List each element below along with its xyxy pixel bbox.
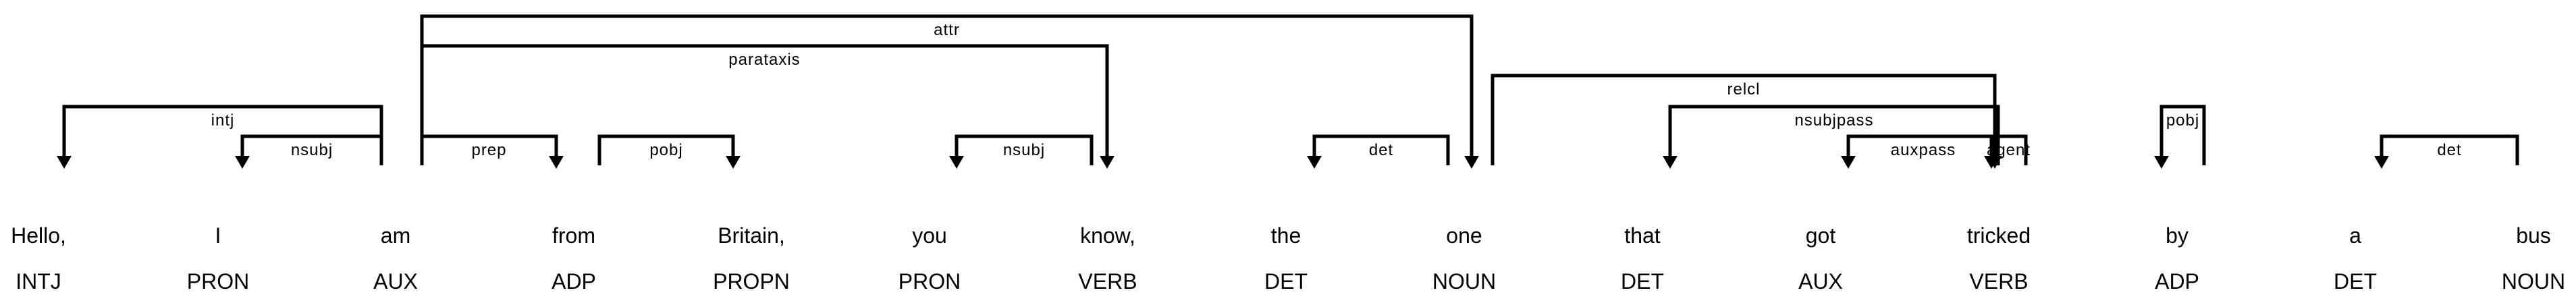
- token-pos-tag: NOUN: [1432, 269, 1496, 294]
- dependency-arc: attr: [420, 14, 1479, 169]
- arc-line: [2380, 134, 2519, 165]
- token-pos-tag: NOUN: [2502, 269, 2565, 294]
- arc-label: det: [1369, 141, 1393, 159]
- arc-label: det: [2437, 141, 2461, 159]
- token-word: Britain,: [718, 223, 785, 248]
- dependency-arc: prep: [420, 134, 564, 169]
- dependency-arc: det: [1307, 134, 1450, 169]
- dependency-arc: det: [2374, 134, 2519, 169]
- token-word: bus: [2516, 223, 2551, 248]
- arc-line: [1989, 134, 2028, 165]
- arc-line: [955, 134, 1094, 165]
- token-word: that: [1624, 223, 1660, 248]
- arc-label: prep: [471, 141, 506, 159]
- token-pos-tag: PRON: [898, 269, 961, 294]
- token-word: I: [215, 223, 221, 248]
- arrowhead-icon: [549, 156, 564, 169]
- dependency-arc: nsubj: [949, 134, 1094, 169]
- token-word: by: [2166, 223, 2189, 248]
- token-word: am: [381, 223, 410, 248]
- arc-label: pobj: [649, 141, 682, 159]
- token-pos-tag: VERB: [1969, 269, 2028, 294]
- arc-line: [240, 134, 383, 165]
- token-pos-tag: AUX: [373, 269, 418, 294]
- token-pos-tag: ADP: [552, 269, 596, 294]
- arrowhead-icon: [1307, 156, 1322, 169]
- token: I PRON: [187, 223, 249, 294]
- arrowhead-icon: [2154, 156, 2169, 169]
- token: know, VERB: [1078, 223, 1137, 294]
- token-word: from: [552, 223, 595, 248]
- arrowhead-icon: [2374, 156, 2389, 169]
- token-word: the: [1271, 223, 1301, 248]
- arrowhead-icon: [1663, 156, 1678, 169]
- arc-line: [420, 134, 558, 165]
- arc-label: parataxis: [728, 51, 800, 69]
- token-pos-tag: PROPN: [713, 269, 790, 294]
- arrowhead-icon: [1984, 156, 1999, 169]
- arc-label: nsubjpass: [1794, 111, 1873, 130]
- arc-label: agent: [1987, 141, 2031, 159]
- arrowhead-icon: [1100, 156, 1115, 169]
- dependency-arc: pobj: [2154, 105, 2206, 169]
- token-word: know,: [1080, 223, 1135, 248]
- dependency-arc: pobj: [597, 134, 741, 169]
- arc-line: [1846, 134, 2000, 165]
- dependency-arc: nsubj: [235, 134, 383, 169]
- token-word: got: [1806, 223, 1836, 248]
- arcs-layer: intj nsubj attr parataxis prep pobj nsubj det re…: [57, 14, 2519, 169]
- arc-line: [1312, 134, 1450, 165]
- token-pos-tag: ADP: [2155, 269, 2199, 294]
- token-pos-tag: DET: [2334, 269, 2377, 294]
- token-word: Hello,: [11, 223, 66, 248]
- token-word: a: [2349, 223, 2361, 248]
- dependency-arc: parataxis: [420, 44, 1115, 169]
- dependency-arc: auxpass: [1841, 134, 2000, 169]
- token-pos-tag: VERB: [1078, 269, 1137, 294]
- arc-label: attr: [934, 21, 960, 39]
- token: Britain, PROPN: [713, 223, 790, 294]
- arc-line: [597, 134, 735, 165]
- arrowhead-icon: [949, 156, 964, 169]
- arrowhead-icon: [1841, 156, 1856, 169]
- arc-line: [420, 44, 1109, 165]
- arc-label: nsubj: [291, 141, 333, 159]
- token-pos-tag: DET: [1621, 269, 1664, 294]
- arc-line: [2159, 105, 2206, 165]
- arrowhead-icon: [57, 156, 72, 169]
- arc-label: pobj: [2166, 111, 2199, 130]
- arrowhead-icon: [1464, 156, 1479, 169]
- token-word: you: [912, 223, 947, 248]
- token-pos-tag: DET: [1264, 269, 1308, 294]
- arrowhead-icon: [726, 156, 741, 169]
- arrowhead-icon: [235, 156, 250, 169]
- arc-label: intj: [211, 111, 235, 130]
- token: Hello, INTJ: [11, 223, 66, 294]
- token-pos-tag: PRON: [187, 269, 249, 294]
- token-word: tricked: [1967, 223, 2031, 248]
- token-pos-tag: AUX: [1798, 269, 1843, 294]
- arc-line: [1491, 74, 1997, 165]
- arc-label: auxpass: [1891, 141, 1956, 159]
- dependency-arc: agent: [1984, 134, 2031, 169]
- arc-label: nsubj: [1003, 141, 1045, 159]
- token-pos-tag: INTJ: [16, 269, 61, 294]
- arc-label: relcl: [1727, 80, 1760, 99]
- token-word: one: [1446, 223, 1482, 248]
